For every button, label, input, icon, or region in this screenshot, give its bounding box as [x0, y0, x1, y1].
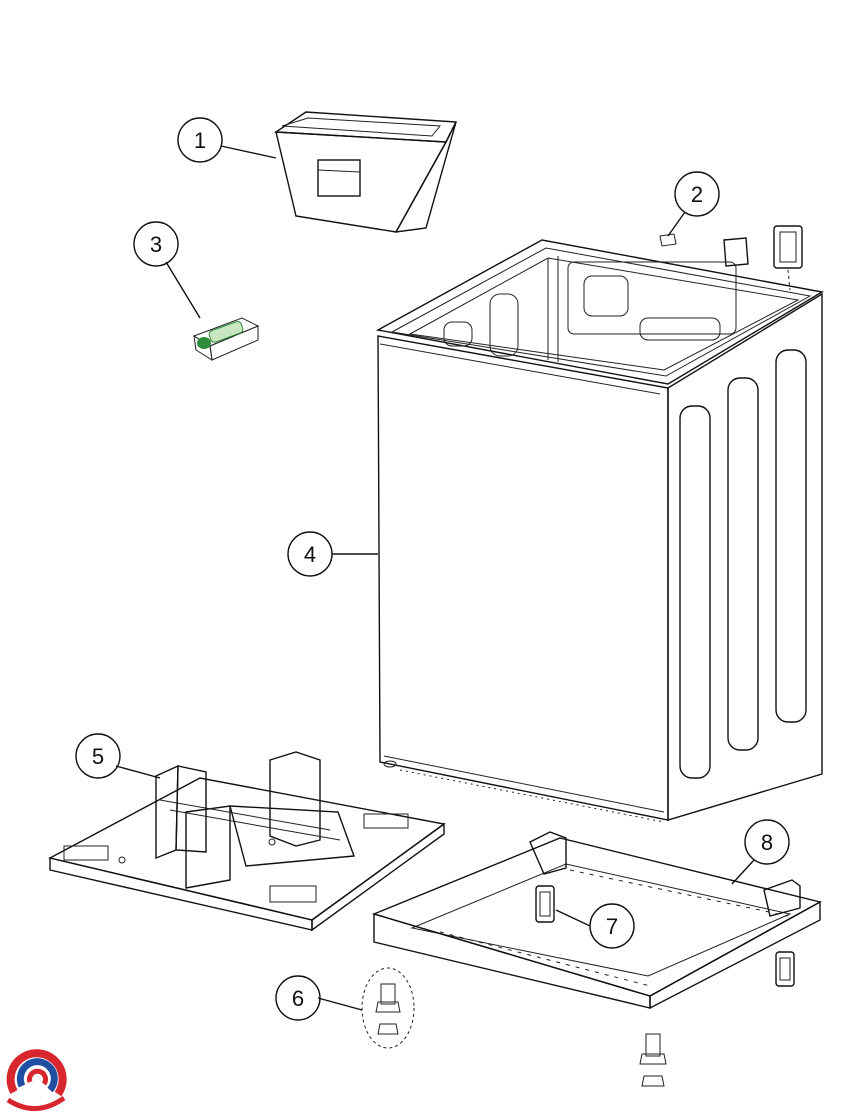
callout-6: 6 [275, 975, 321, 1021]
leader-lines [115, 145, 755, 1011]
callout-4: 4 [287, 531, 333, 577]
part-1-dispenser-drawer [273, 111, 458, 233]
callout-2: 2 [674, 171, 720, 217]
callout-1: 1 [177, 117, 223, 163]
part-7-bracket [535, 885, 795, 987]
brand-logo-icon [6, 1049, 67, 1111]
callout-label: 2 [691, 182, 703, 207]
part-6-leveling-leg [361, 967, 667, 1087]
callout-label: 7 [606, 914, 618, 939]
part-5-base-support [48, 751, 446, 932]
part-4-cabinet [375, 239, 824, 823]
callout-label: 3 [150, 232, 162, 257]
callout-5: 5 [75, 733, 121, 779]
callout-label: 6 [292, 986, 304, 1011]
part-8-base-frame [371, 831, 822, 1010]
callout-label: 4 [304, 542, 316, 567]
callout-label: 1 [194, 128, 206, 153]
callout-label: 8 [761, 830, 773, 855]
callout-3: 3 [133, 221, 179, 267]
part-3-filter-cartridge [192, 317, 260, 361]
callout-7: 7 [589, 903, 635, 949]
callout-label: 5 [92, 744, 104, 769]
callout-8: 8 [744, 819, 790, 865]
